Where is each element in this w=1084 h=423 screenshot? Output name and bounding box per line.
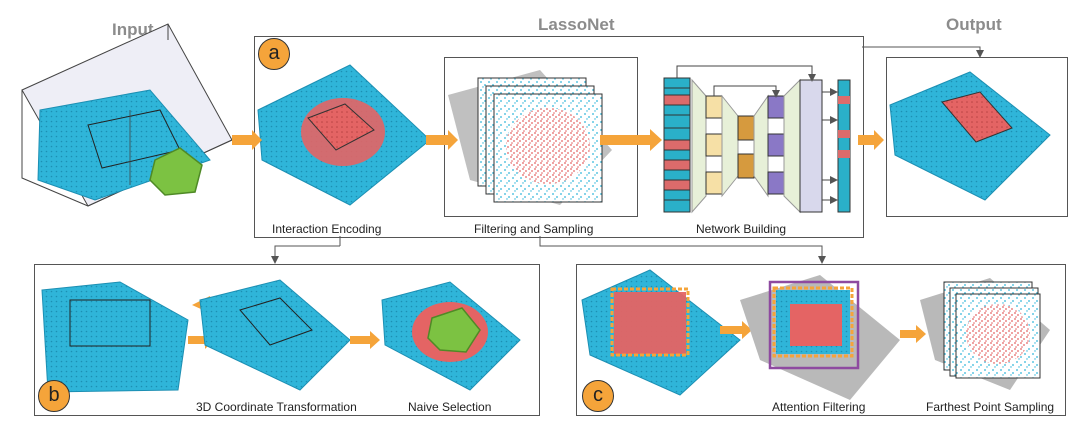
filtering-sampling-scene bbox=[448, 70, 612, 205]
caption-coord-transform: 3D Coordinate Transformation bbox=[196, 400, 357, 414]
badge-c: c bbox=[582, 380, 614, 412]
output-title: Output bbox=[946, 15, 1002, 34]
panel-c bbox=[576, 264, 1066, 416]
caption-filtering-sampling: Filtering and Sampling bbox=[474, 222, 594, 236]
network-building-diagram bbox=[663, 65, 851, 214]
panel-c-scenes bbox=[581, 269, 1050, 400]
caption-network-building: Network Building bbox=[696, 222, 787, 236]
badge-a: a bbox=[258, 38, 290, 70]
input-scene bbox=[21, 23, 233, 207]
flow-arrows-top bbox=[232, 46, 984, 151]
output-scene bbox=[889, 71, 1051, 201]
caption-farthest-point-sampling: Farthest Point Sampling bbox=[926, 400, 1055, 414]
panel-b-scenes bbox=[41, 279, 521, 393]
input-title: Input bbox=[112, 20, 154, 39]
caption-naive-selection: Naive Selection bbox=[408, 400, 492, 414]
caption-attention-filtering: Attention Filtering bbox=[772, 400, 866, 414]
interaction-encoding-scene bbox=[257, 64, 431, 206]
badge-b: b bbox=[38, 380, 70, 412]
input-column bbox=[663, 77, 691, 213]
caption-interaction-encoding: Interaction Encoding bbox=[272, 222, 382, 236]
panel-b bbox=[34, 264, 540, 416]
lassonet-title: LassoNet bbox=[538, 15, 615, 34]
